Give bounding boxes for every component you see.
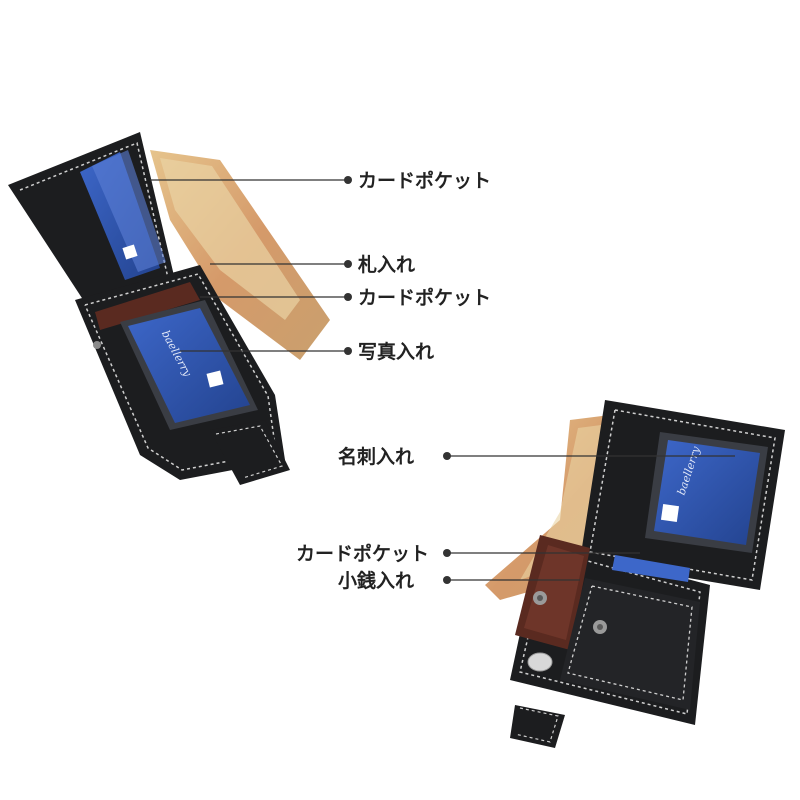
label-card-holder: 名刺入れ [338, 446, 415, 468]
label-photo-holder: 写真入れ [358, 341, 435, 363]
wallet-open-left: baellerry [8, 132, 330, 485]
card-qr-code [122, 244, 138, 260]
callout-lines [150, 179, 735, 581]
clasp-tab-right [510, 705, 565, 748]
business-card [654, 440, 760, 545]
label-card-pocket-top: カードポケット [358, 170, 492, 192]
coin-pocket [560, 578, 700, 710]
callout-dots [344, 176, 451, 584]
coin [527, 652, 553, 672]
label-card-pocket-bottom: カードポケット [296, 543, 430, 565]
id-card [128, 308, 250, 423]
clasp-tab [210, 420, 290, 485]
label-card-pocket-mid: カードポケット [358, 287, 492, 309]
label-coin-purse: 小銭入れ [338, 570, 415, 592]
snap-button [93, 341, 101, 349]
business-card-qr [660, 503, 680, 523]
id-card-qr [206, 370, 224, 388]
label-bill-compartment: 札入れ [358, 254, 416, 276]
card-pocket-stripe [612, 555, 690, 582]
lining-strip [95, 282, 200, 330]
wallet-open-right: baellerry [485, 400, 785, 748]
